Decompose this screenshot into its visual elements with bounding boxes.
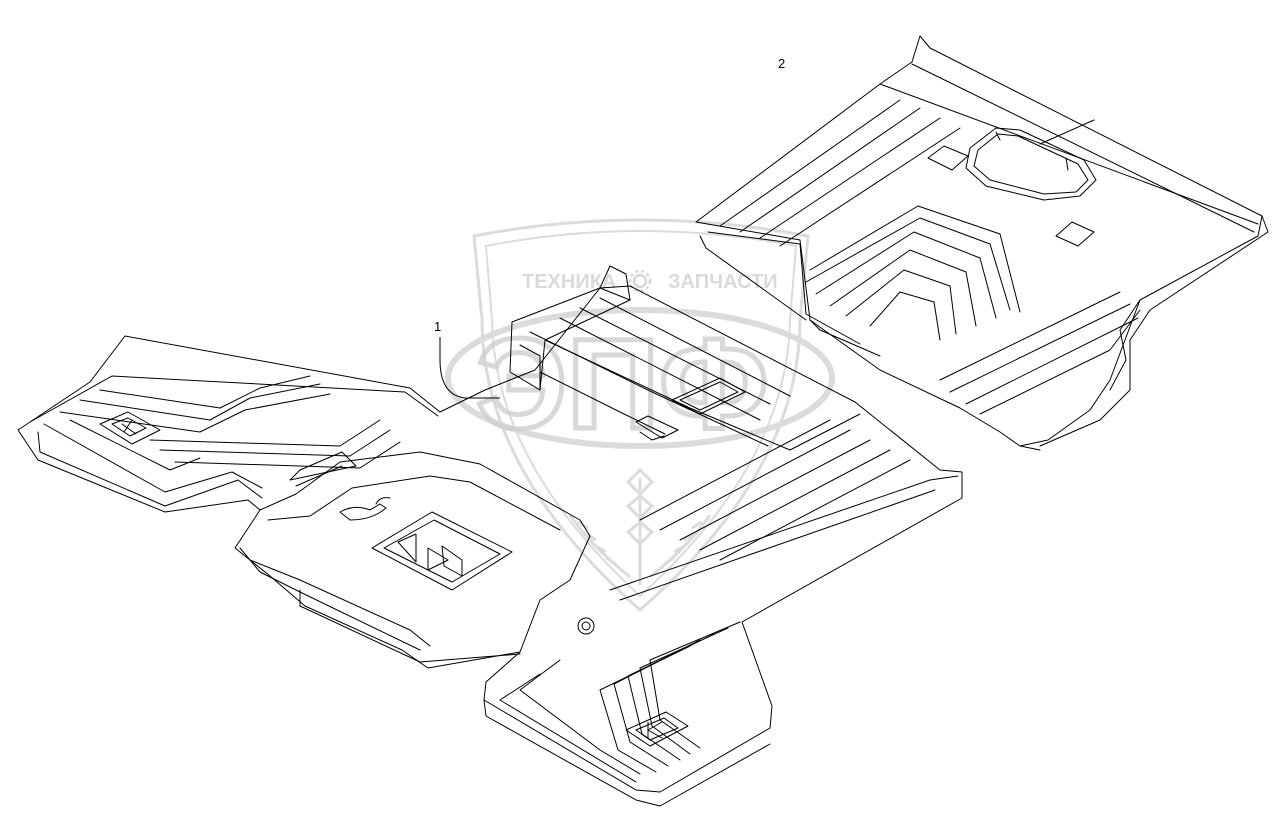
part-2-opening [965,127,1097,201]
callout-label-1: 1 [434,319,441,334]
watermark-oval [445,307,835,449]
gear-icon [628,269,652,293]
leader-line-1 [439,337,500,399]
callout-1: 1 [434,319,500,399]
part-1-emboss-left [99,411,161,445]
floor-panel-part-1 [17,265,963,807]
floor-panel-part-2 [695,35,1269,451]
part-1-emboss-center [371,511,513,591]
callout-label-2: 2 [778,56,785,71]
part-2-outline [695,35,1263,447]
watermark-text-right: ЗАПЧАСТИ [668,271,778,293]
callout-2: 2 [778,56,785,71]
watermark-shield-inner [484,230,798,598]
part-1-emboss-right [625,711,689,747]
wheat-icon [568,467,712,585]
watermark-text-left: ТЕХНИКА [522,271,616,293]
watermark-main-text: ЭПФ [476,313,768,456]
watermark-shield [472,218,810,612]
